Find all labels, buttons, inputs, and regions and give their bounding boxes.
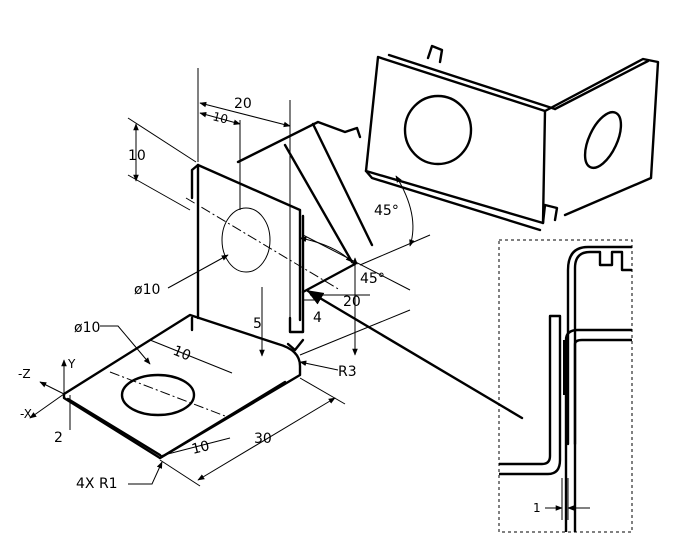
label-hole-lower: ø10 [74,320,100,336]
dimension-lines [29,101,415,485]
rotated-face-1 [364,55,547,225]
ext-left-2 [127,174,191,211]
label-offset-10-top: 10 [211,109,229,126]
label-angle-b: 45° [360,271,385,287]
detail-callout-arrow [306,289,524,420]
dim-20-top [199,101,291,128]
rotated-face-2 [543,57,660,217]
axis-z-line [39,381,65,395]
angled-web [236,120,362,164]
label-base-10-b: 10 [190,438,211,458]
label-thick-2: 2 [54,430,63,446]
axis-label-neg-x: -X [20,407,32,421]
label-base-10-a: 10 [171,343,194,365]
label-bend-radius: R3 [338,364,357,380]
web-fold-2 [311,122,374,247]
detail-upper-part [573,250,632,446]
label-height-20: 20 [343,294,361,310]
detail-inner-profile-2 [573,338,632,532]
label-height-10: 10 [128,148,146,164]
slot-step [286,338,305,352]
rotated-tab [541,203,559,225]
angle-arc-1 [299,236,353,263]
leader-4x-r1 [128,461,163,485]
base-hole [120,373,196,417]
centerline-lower [109,371,226,417]
label-detail-1: 1 [533,501,541,515]
rotated-face-2-edge [553,59,650,111]
label-length-30: 30 [254,431,272,447]
ext-left-1 [127,117,197,163]
dim-10-top [199,111,241,126]
rotated-face-1-thick [364,169,542,232]
detail-outer-profile [499,314,562,476]
vertical-wall-side [190,163,200,200]
base-plate-edge [66,397,162,457]
label-corner-radius: 4X R1 [76,476,118,492]
detail-weld-mark [563,340,569,395]
rotated-hole-2 [583,110,623,170]
leader-phi10-upper [167,254,229,289]
rotated-hole-hatched [403,94,473,166]
centerline-upper [185,197,341,291]
angled-web-lower [301,262,357,294]
label-angle-a: 45° [374,203,399,219]
angle-arc-ext-2 [359,234,431,266]
detail-view [498,239,633,533]
label-slot-4: 4 [313,310,322,326]
ext-base-1 [159,459,201,487]
bracket-main [62,120,374,460]
bracket-rotated-view [364,44,660,232]
leader-phi10-lower [100,325,151,365]
dim-30 [197,397,336,481]
dimension-labels: 20 10 10 ø10 ø10 10 10 30 2 4X R1 5 4 20… [54,96,541,515]
dim-10-base-a [149,339,233,374]
web-fold-1 [283,143,354,264]
construction-lines [109,68,431,487]
ext-base-2 [299,377,346,405]
rotated-tab-2 [426,44,444,64]
slot-outline [288,214,305,334]
axis-label-y: Y [67,357,76,371]
label-hole-upper: ø10 [134,282,160,298]
vertical-wall-face [196,163,302,322]
rotated-face-1-edge [387,53,557,111]
detail-view-border [498,239,633,533]
upper-hole-hatched [221,207,271,273]
axis-labels: Y -Z -X [18,357,76,421]
angle-arc-2 [395,175,415,247]
label-slot-5: 5 [253,316,262,332]
axis-x-line [29,393,65,419]
label-width-20: 20 [234,96,252,112]
detail-upper-part-inner [566,245,632,446]
axis-label-neg-z: -Z [18,367,31,381]
leader-r3 [299,360,339,371]
